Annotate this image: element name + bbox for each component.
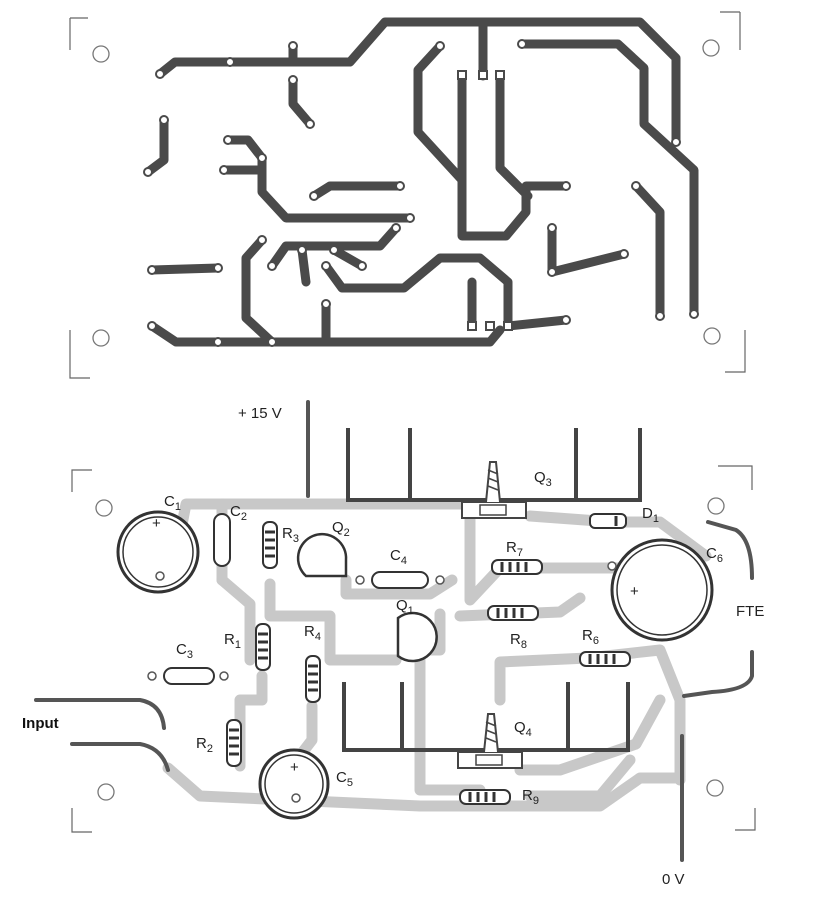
r3-body	[262, 521, 278, 569]
r2-body	[226, 719, 242, 767]
c1-capacitor: +	[116, 510, 200, 594]
speaker-label: FTE	[736, 603, 764, 620]
c4-capacitor	[355, 571, 445, 589]
c1-label: C1	[164, 493, 181, 513]
top-mounting-holes	[92, 39, 721, 347]
q1-label: Q1	[396, 597, 414, 617]
supply-zero-label: 0 V	[662, 871, 685, 888]
r3-label: R3	[282, 525, 299, 545]
c2-label: C2	[230, 503, 247, 523]
speaker-wire-bottom	[682, 650, 754, 698]
q3-heatsink	[346, 428, 642, 519]
input-wire-top	[34, 698, 166, 730]
c1-plus: +	[152, 515, 161, 532]
r2-label: R2	[196, 735, 213, 755]
input-label: Input	[22, 715, 59, 732]
c3-label: C3	[176, 641, 193, 661]
r9-label: R9	[522, 787, 539, 807]
c5-capacitor: +	[258, 748, 330, 820]
c5-label: C5	[336, 769, 353, 789]
c4-label: C4	[390, 547, 407, 567]
speaker-wire-top	[706, 520, 754, 580]
component-labels: + 15 V 0 V Input FTE C1 C2 C3 C4 C5 C6 R…	[22, 405, 764, 888]
q2-transistor	[296, 532, 348, 578]
r4-body	[305, 655, 321, 703]
copper-layout	[69, 11, 746, 379]
component-layout: + + +	[22, 400, 764, 888]
external-wires	[34, 400, 754, 862]
copper-pads	[143, 39, 699, 347]
top-board-corners	[69, 11, 746, 379]
bottom-board-corners	[71, 465, 756, 833]
r8-label: R8	[510, 631, 527, 651]
q4-heatsink	[342, 682, 630, 769]
input-wire-bottom	[70, 742, 170, 772]
q1-transistor	[396, 611, 438, 663]
d1-label: D1	[642, 505, 659, 525]
c6-plus: +	[630, 583, 639, 600]
r6-label: R6	[582, 627, 599, 647]
q3-label: Q3	[534, 469, 552, 489]
c6-capacitor: +	[607, 538, 714, 642]
c6-label: C6	[706, 545, 723, 565]
r7-label: R7	[506, 539, 523, 559]
bottom-mounting-holes	[95, 497, 725, 801]
q2-label: Q2	[332, 519, 350, 539]
resistor-bands	[229, 516, 618, 802]
r1-body	[255, 623, 271, 671]
c5-plus: +	[290, 759, 299, 776]
q4-label: Q4	[514, 719, 532, 739]
c3-capacitor	[147, 667, 229, 685]
r1-label: R1	[224, 631, 241, 651]
supply-plus-label: + 15 V	[238, 405, 282, 422]
d1-body	[589, 513, 627, 529]
transistor-pads	[457, 70, 513, 331]
copper-traces	[143, 17, 699, 347]
c2-capacitor	[213, 513, 231, 567]
r4-label: R4	[304, 623, 321, 643]
